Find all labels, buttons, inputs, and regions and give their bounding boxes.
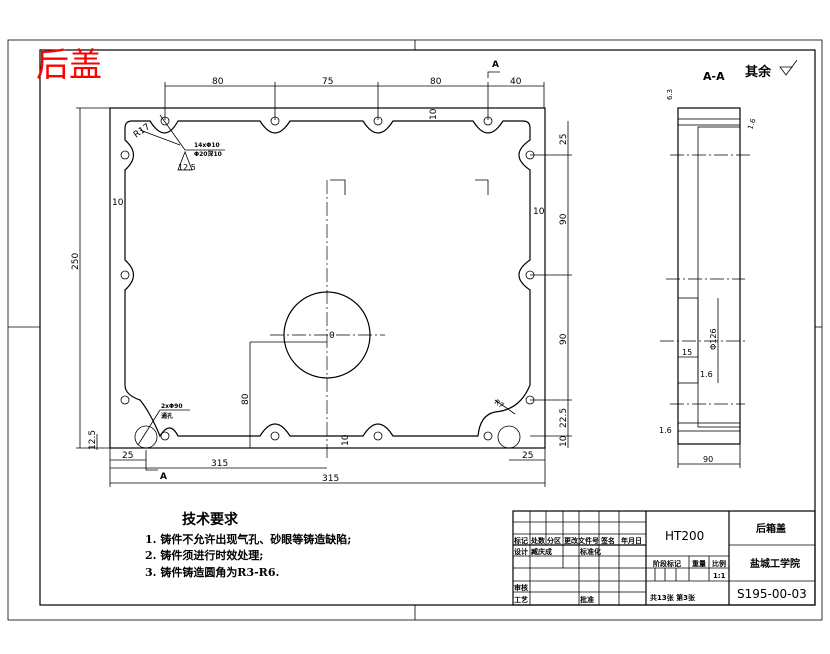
svg-text:1. 铸件不允许出现气孔、砂眼等铸造缺陷;: 1. 铸件不允许出现气孔、砂眼等铸造缺陷; bbox=[145, 532, 351, 546]
svg-text:1.6: 1.6 bbox=[746, 117, 758, 131]
sheet-border bbox=[7, 39, 823, 621]
svg-text:0: 0 bbox=[329, 331, 335, 341]
svg-text:25: 25 bbox=[559, 134, 569, 145]
svg-text:年月日: 年月日 bbox=[621, 536, 642, 545]
svg-text:标记: 标记 bbox=[513, 536, 528, 545]
svg-text:22.5: 22.5 bbox=[559, 408, 569, 428]
top-dimensions: 80 75 80 40 10 A R17 14xΦ10 Φ20深10 12.5 bbox=[132, 60, 545, 172]
svg-text:25: 25 bbox=[122, 451, 133, 461]
svg-text:更改文件号: 更改文件号 bbox=[564, 536, 599, 545]
svg-text:R7: R7 bbox=[493, 398, 505, 410]
svg-text:A: A bbox=[492, 60, 499, 70]
bottom-dimensions: 25 25 315 315 A 80 10 2xΦ90 通孔 bbox=[109, 341, 546, 487]
svg-text:2xΦ90: 2xΦ90 bbox=[161, 403, 183, 410]
svg-text:设计: 设计 bbox=[514, 547, 528, 556]
svg-text:250: 250 bbox=[71, 253, 81, 270]
technical-requirements: 技术要求 1. 铸件不允许出现气孔、砂眼等铸造缺陷; 2. 铸件须进行时效处理;… bbox=[145, 511, 351, 579]
svg-text:25: 25 bbox=[522, 451, 533, 461]
svg-text:处数: 处数 bbox=[530, 536, 546, 545]
svg-text:14xΦ10: 14xΦ10 bbox=[194, 142, 220, 149]
svg-text:1.6: 1.6 bbox=[659, 426, 672, 435]
svg-text:签名: 签名 bbox=[600, 536, 615, 545]
svg-text:盐城工学院: 盐城工学院 bbox=[750, 557, 800, 570]
svg-text:10: 10 bbox=[533, 207, 545, 217]
svg-text:重量: 重量 bbox=[692, 559, 706, 568]
svg-text:80: 80 bbox=[430, 77, 442, 87]
svg-text:40: 40 bbox=[510, 77, 522, 87]
svg-text:Φ20深10: Φ20深10 bbox=[194, 150, 222, 158]
svg-text:批准: 批准 bbox=[580, 595, 594, 604]
svg-text:12.5: 12.5 bbox=[178, 163, 196, 172]
svg-text:80: 80 bbox=[212, 77, 224, 87]
section-view: A-A 其余 Φ126 15 1.6 6.3 1.6 1.6 90 bbox=[659, 59, 798, 468]
svg-text:1:1: 1:1 bbox=[713, 572, 726, 580]
svg-text:90: 90 bbox=[559, 333, 569, 345]
svg-text:75: 75 bbox=[322, 77, 333, 87]
svg-text:Φ126: Φ126 bbox=[709, 328, 718, 350]
svg-text:2. 铸件须进行时效处理;: 2. 铸件须进行时效处理; bbox=[145, 548, 263, 562]
svg-text:12.5: 12.5 bbox=[88, 430, 98, 450]
drawing-title: 后盖 bbox=[36, 45, 102, 84]
svg-text:标准化: 标准化 bbox=[579, 547, 601, 556]
svg-text:臧庆成: 臧庆成 bbox=[530, 547, 552, 556]
svg-text:后箱盖: 后箱盖 bbox=[756, 522, 786, 535]
left-dimensions: 250 12.5 10 bbox=[71, 107, 124, 450]
svg-text:A: A bbox=[160, 472, 167, 482]
svg-text:工艺: 工艺 bbox=[514, 595, 528, 604]
svg-text:10: 10 bbox=[559, 435, 569, 447]
svg-text:15: 15 bbox=[682, 348, 692, 357]
svg-text:80: 80 bbox=[241, 393, 251, 405]
svg-text:审核: 审核 bbox=[514, 583, 528, 592]
svg-text:315: 315 bbox=[211, 459, 228, 469]
svg-text:10: 10 bbox=[112, 198, 124, 208]
svg-text:比例: 比例 bbox=[712, 559, 726, 568]
svg-text:3. 铸件铸造圆角为R3-R6.: 3. 铸件铸造圆角为R3-R6. bbox=[145, 565, 279, 579]
svg-text:技术要求: 技术要求 bbox=[182, 511, 239, 528]
svg-text:阶段标记: 阶段标记 bbox=[653, 559, 681, 568]
svg-text:6.3: 6.3 bbox=[666, 89, 674, 100]
svg-text:HT200: HT200 bbox=[665, 529, 704, 543]
svg-text:S195-00-03: S195-00-03 bbox=[737, 587, 807, 601]
svg-text:其余: 其余 bbox=[745, 64, 772, 80]
svg-text:R17: R17 bbox=[132, 122, 152, 140]
svg-text:90: 90 bbox=[559, 213, 569, 225]
svg-text:通孔: 通孔 bbox=[161, 412, 173, 420]
svg-text:A-A: A-A bbox=[703, 70, 725, 83]
title-block: 标记 处数 分区 更改文件号 签名 年月日 设计 臧庆成 标准化 审核 工艺 批… bbox=[512, 510, 816, 606]
svg-text:共13张 第3张: 共13张 第3张 bbox=[650, 593, 696, 602]
right-dimensions: 25 90 90 22.5 10 10 R7 bbox=[493, 121, 572, 448]
svg-text:315: 315 bbox=[322, 474, 339, 484]
svg-text:10: 10 bbox=[429, 108, 439, 120]
svg-text:1.6: 1.6 bbox=[700, 370, 713, 379]
svg-text:90: 90 bbox=[703, 455, 713, 464]
svg-text:分区: 分区 bbox=[547, 536, 561, 545]
svg-text:10: 10 bbox=[341, 434, 351, 446]
